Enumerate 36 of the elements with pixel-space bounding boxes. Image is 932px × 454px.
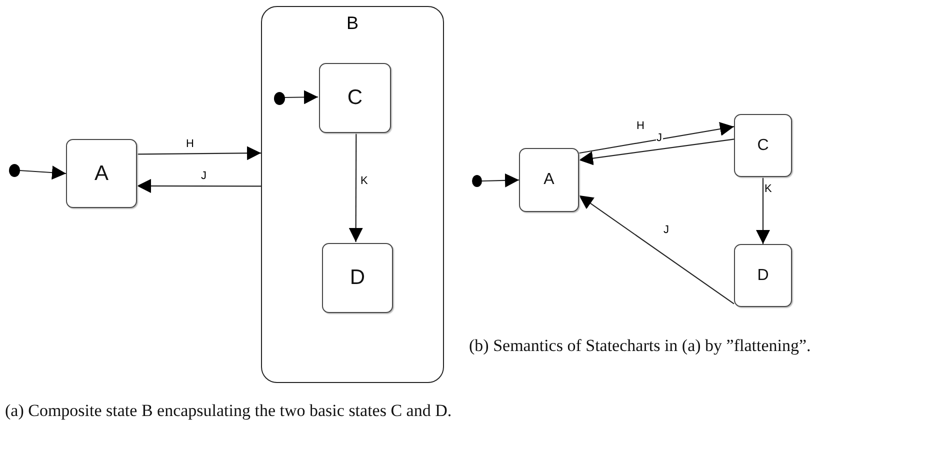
transition-arrow bbox=[137, 146, 261, 160]
state-name: B bbox=[345, 13, 360, 34]
edge-label: H bbox=[636, 120, 646, 132]
state-box bbox=[66, 139, 137, 208]
transition-arrow bbox=[756, 177, 770, 244]
transition-arrow bbox=[578, 194, 734, 304]
edge-label: J bbox=[662, 224, 670, 236]
composite-state-box bbox=[261, 6, 444, 383]
state-name: C bbox=[347, 86, 363, 110]
initial-state-dot bbox=[9, 164, 20, 177]
edge-label: J bbox=[200, 170, 208, 182]
figure-caption: (a) Composite state B encapsulating the two basic states C and D. bbox=[5, 400, 453, 422]
state-box bbox=[319, 63, 391, 133]
transition-arrow bbox=[20, 166, 66, 180]
transition-arrow bbox=[284, 90, 318, 104]
edge-label: H bbox=[185, 138, 195, 150]
state-name: A bbox=[94, 162, 108, 186]
transition-arrow bbox=[482, 173, 520, 188]
initial-state-dot bbox=[472, 175, 482, 187]
transition-arrow bbox=[348, 132, 363, 242]
edge-label: K bbox=[359, 175, 369, 187]
state-name: A bbox=[544, 171, 554, 189]
edge-label: J bbox=[656, 132, 663, 144]
transition-arrow bbox=[578, 122, 734, 154]
state-name: D bbox=[350, 266, 366, 290]
figure-caption: (b) Semantics of Statecharts in (a) by ”flattening”. bbox=[469, 335, 812, 357]
state-box bbox=[322, 243, 393, 313]
state-name: C bbox=[757, 136, 769, 154]
transition-arrow bbox=[578, 138, 734, 166]
transition-arrow bbox=[137, 178, 261, 193]
state-box bbox=[734, 114, 792, 177]
initial-state-dot bbox=[274, 92, 285, 105]
state-box bbox=[734, 244, 792, 307]
state-box bbox=[519, 148, 579, 212]
edge-label: K bbox=[764, 182, 773, 194]
state-name: D bbox=[757, 266, 769, 284]
